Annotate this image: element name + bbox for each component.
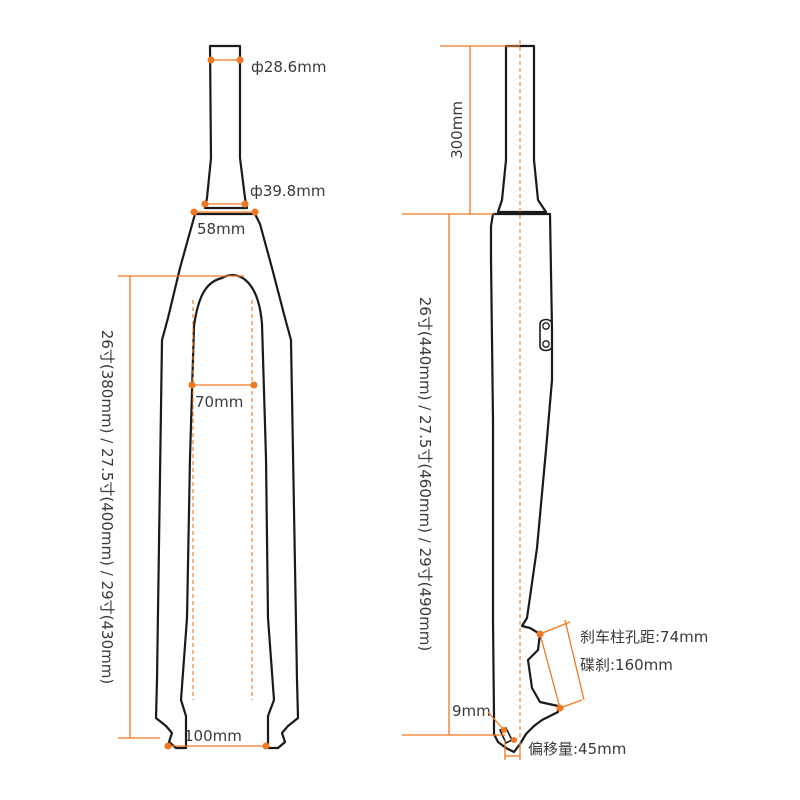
label-steerer-length: 300mm bbox=[448, 101, 466, 159]
dim-dot bbox=[250, 381, 258, 389]
front-steerer-outline bbox=[203, 44, 249, 210]
dim-dot bbox=[207, 56, 215, 64]
label-axle-width: 100mm bbox=[184, 727, 242, 745]
label-fork-length-side: 26寸(440mm) / 27.5寸(460mm) / 29寸(490mm) bbox=[416, 297, 434, 651]
dim-dot bbox=[201, 200, 209, 208]
dim-dot bbox=[511, 737, 517, 743]
label-disc-brake: 碟刹:160mm bbox=[580, 656, 673, 674]
dim-brake-mount-parallel bbox=[564, 619, 585, 701]
side-steerer-outline bbox=[496, 44, 548, 214]
dim-brake-mount bbox=[539, 633, 561, 709]
label-dropout-size: 9mm bbox=[452, 702, 491, 720]
dim-dot bbox=[536, 630, 544, 638]
label-offset: 偏移量:45mm bbox=[528, 740, 626, 758]
dim-dot bbox=[188, 381, 196, 389]
dim-dot bbox=[262, 742, 270, 750]
dim-brake-mount-ext-bottom bbox=[559, 699, 583, 709]
label-crown-width: 58mm bbox=[197, 220, 245, 238]
dim-brake-mount-ext-top bbox=[539, 621, 571, 635]
brake-mount-hole bbox=[542, 322, 550, 330]
label-steerer-bottom-diameter: ф39.8mm bbox=[250, 182, 325, 200]
label-fork-length-front: 26寸(380mm) / 27.5寸(400mm) / 29寸(430mm) bbox=[98, 330, 116, 684]
dim-dot bbox=[501, 727, 507, 733]
brake-mount-icon bbox=[539, 318, 553, 352]
label-inner-width: 70mm bbox=[195, 393, 243, 411]
front-view: ф28.6mm ф39.8mm 58mm 70mm 100mm 26寸(380m… bbox=[98, 44, 326, 750]
side-blade-outline bbox=[489, 212, 560, 754]
label-steerer-top-diameter: ф28.6mm bbox=[251, 58, 326, 76]
dim-dot bbox=[236, 56, 244, 64]
front-fork-outer-outline bbox=[154, 212, 300, 750]
label-brake-mount-spacing: 刹车柱孔距:74mm bbox=[580, 628, 708, 646]
dim-dot bbox=[164, 742, 172, 750]
dim-dot bbox=[241, 200, 249, 208]
dim-dot bbox=[251, 208, 259, 216]
dim-dot bbox=[556, 704, 564, 712]
brake-mount-hole bbox=[542, 340, 550, 348]
side-view: 300mm 26寸(440mm) / 27.5寸(460mm) / 29寸(49… bbox=[402, 40, 708, 760]
dim-dropout bbox=[487, 711, 505, 731]
dim-dot bbox=[190, 208, 198, 216]
